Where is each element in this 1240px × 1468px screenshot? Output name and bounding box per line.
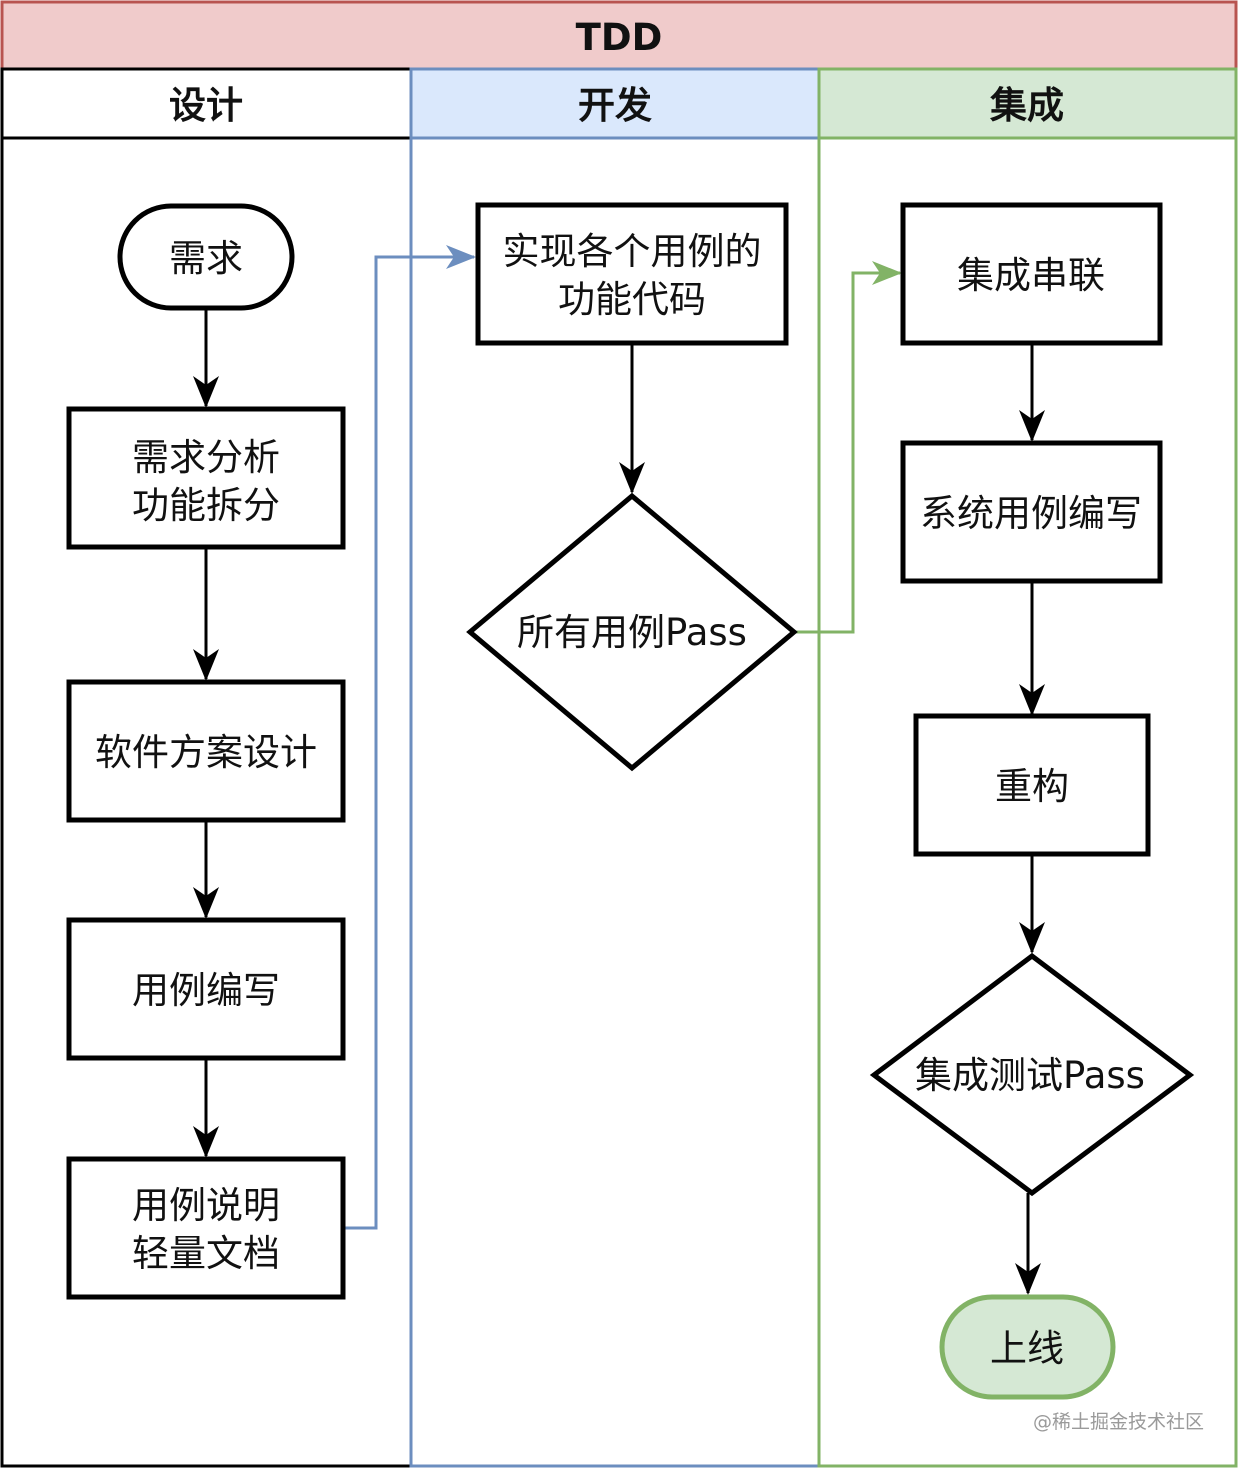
node-integration-chain-text: 集成串联 [957, 254, 1105, 297]
node-system-cases-text: 系统用例编写 [920, 492, 1142, 535]
node-integration-pass-text: 集成测试Pass [915, 1054, 1145, 1097]
lane-develop: 开发 [409, 67, 821, 1468]
node-integration-pass: 集成测试Pass [869, 952, 1195, 1197]
node-all-pass: 所有用例Pass [466, 492, 798, 772]
node-case-writing: 用例编写 [66, 917, 346, 1061]
node-case-writing-text: 用例编写 [132, 969, 280, 1012]
node-go-live-text: 上线 [990, 1327, 1064, 1370]
watermark: @稀土掘金技术社区 [1033, 1411, 1204, 1433]
node-case-doc-line1: 用例说明 [132, 1184, 280, 1227]
node-requirement: 需求 [117, 203, 295, 311]
title-bar: TDD [0, 0, 1238, 71]
lane-design-label: 设计 [169, 84, 243, 127]
node-req-analysis-line2: 功能拆分 [132, 484, 280, 527]
node-integration-chain: 集成串联 [900, 202, 1163, 346]
node-go-live: 上线 [939, 1294, 1116, 1400]
node-system-cases: 系统用例编写 [900, 440, 1163, 584]
connector-develop-to-integrate [794, 261, 902, 634]
node-implement-line2: 功能代码 [558, 278, 706, 321]
lane-integrate-label: 集成 [989, 84, 1064, 127]
node-implement: 实现各个用例的 功能代码 [475, 202, 789, 346]
node-refactor: 重构 [913, 713, 1151, 857]
node-software-design: 软件方案设计 [66, 679, 346, 823]
node-req-analysis: 需求分析 功能拆分 [66, 406, 346, 550]
diagram-title: TDD [576, 16, 663, 59]
node-all-pass-text: 所有用例Pass [517, 611, 747, 654]
node-case-doc: 用例说明 轻量文档 [66, 1156, 346, 1300]
node-software-design-text: 软件方案设计 [95, 731, 317, 774]
node-case-doc-line2: 轻量文档 [132, 1232, 280, 1275]
lane-develop-label: 开发 [578, 84, 652, 127]
node-req-analysis-line1: 需求分析 [132, 436, 280, 479]
node-requirement-text: 需求 [169, 237, 243, 280]
node-refactor-text: 重构 [995, 765, 1069, 808]
connector-design-to-develop [343, 245, 476, 1230]
node-implement-line1: 实现各个用例的 [503, 230, 762, 273]
